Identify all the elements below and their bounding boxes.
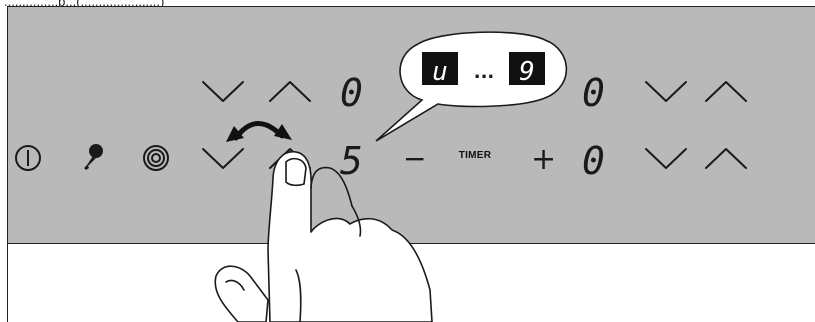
timer-bottom-display: 0 [582,139,605,183]
max-level-value: 9 [519,57,535,87]
timer-top-display: 0 [582,71,605,115]
timer-bottom-up-chevron-icon[interactable] [706,149,746,168]
timer-top-down-chevron-icon[interactable] [646,82,686,101]
zone-top-display: 0 [340,71,363,115]
timer-plus-button[interactable]: + [531,142,556,177]
zone-bottom-display: 5 [340,139,363,183]
zone-top-down-chevron-icon[interactable] [203,82,243,101]
timer-top-up-chevron-icon[interactable] [706,82,746,101]
timer-bottom-down-chevron-icon[interactable] [646,149,686,168]
finger-icon [215,152,432,322]
timer-minus-button[interactable]: − [403,142,426,175]
level-range-ellipsis: ... [474,62,495,83]
swipe-arrow-heads [226,124,292,142]
zone-bottom-down-chevron-icon[interactable] [203,149,243,168]
level-callout-bubble: u ... 9 [376,32,566,141]
zone-top-up-chevron-icon[interactable] [270,82,310,101]
boost-icon[interactable] [144,146,168,170]
key-lock-icon[interactable] [84,144,103,170]
min-level-value: u [432,57,448,87]
power-icon[interactable] [16,146,40,170]
